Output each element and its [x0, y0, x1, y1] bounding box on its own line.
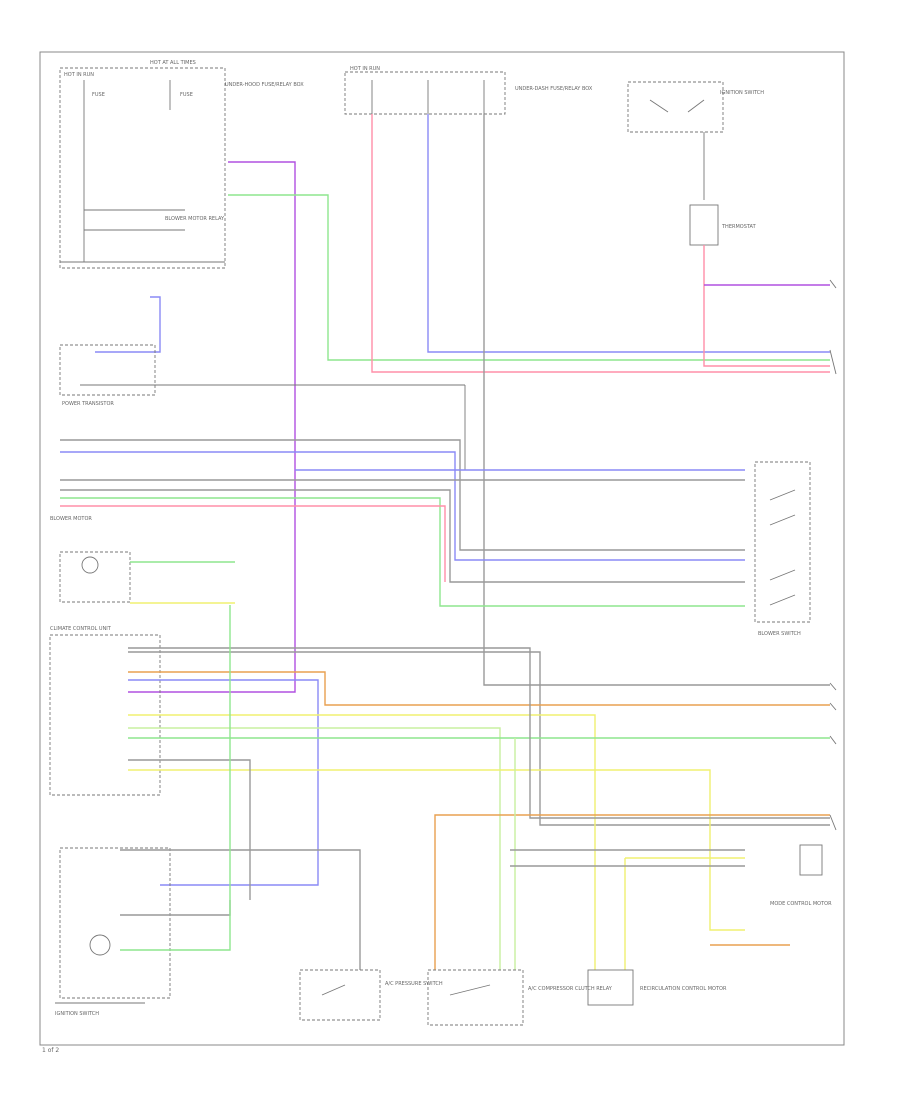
compressor-clutch-relay: A/C COMPRESSOR CLUTCH RELAY	[427, 969, 613, 1026]
mode-control-label: MODE CONTROL MOTOR	[770, 901, 832, 907]
blower-motor: BLOWER MOTOR	[50, 516, 235, 604]
power-transistor-label: POWER TRANSISTOR	[62, 401, 114, 407]
underhood-label: UNDER-HOOD FUSE/RELAY BOX	[225, 82, 304, 88]
wire-red-top	[371, 114, 830, 373]
underdash-fuse-box: HOT IN RUN UNDER-DASH FUSE/RELAY BOX	[344, 66, 593, 115]
wire-purple-main	[128, 161, 296, 693]
blower-switch-label: BLOWER SWITCH	[758, 631, 801, 637]
wire-blue-mid	[60, 451, 745, 561]
wire-gray-ign-2	[120, 900, 231, 916]
diagram-frame	[39, 51, 845, 1046]
ignition-label-top: IGNITION SWITCH	[720, 90, 764, 96]
wire-green-top	[228, 194, 830, 361]
wire-gray-mid-1	[60, 439, 745, 551]
wire-yellow-cc-1	[128, 714, 596, 970]
mode-connector: MODE CONTROL MOTOR	[770, 844, 832, 907]
wire-gray-mid-3	[60, 489, 745, 583]
ac-pressure-switch: A/C PRESSURE SWITCH	[299, 969, 443, 1021]
wire-lightgreen-cc	[128, 727, 501, 970]
blower-motor-label: BLOWER MOTOR	[50, 516, 92, 522]
wire-orange-lower	[434, 814, 830, 970]
wire-red-right	[703, 245, 830, 367]
recirc-label: RECIRCULATION CONTROL MOTOR	[640, 986, 727, 992]
ignition-label-bottom: IGNITION SWITCH	[55, 1011, 99, 1017]
wire-blue-cc	[128, 679, 319, 886]
power-transistor: POWER TRANSISTOR	[59, 344, 466, 470]
page-marker: 1 of 2	[42, 1047, 59, 1054]
wire-gray-top	[483, 114, 830, 686]
hot-label-2: HOT AT ALL TIMES	[150, 60, 196, 66]
fuse-label-1: FUSE	[92, 92, 105, 98]
wire-blue-top	[427, 114, 830, 353]
thermostat-label: THERMOSTAT	[721, 224, 757, 230]
underdash-label: UNDER-DASH FUSE/RELAY BOX	[515, 86, 593, 92]
wire-red-mid	[60, 505, 446, 582]
wire-green-ign	[120, 605, 231, 951]
wire-gray-cc-3	[128, 647, 830, 819]
ignition-switch-top: IGNITION SWITCH THERMOSTAT	[627, 81, 764, 246]
blower-relay-label: BLOWER MOTOR RELAY	[165, 216, 225, 222]
ac-pressure-label: A/C PRESSURE SWITCH	[385, 981, 443, 987]
blower-switch: BLOWER SWITCH	[754, 461, 811, 637]
wire-gray-cc-2	[128, 759, 251, 900]
wire-orange-cc	[128, 671, 830, 706]
hot-label-1: HOT IN RUN	[64, 72, 94, 78]
hot-label-3: HOT IN RUN	[350, 66, 380, 72]
climate-control-label: CLIMATE CONTROL UNIT	[50, 626, 112, 632]
wire-gray-ign	[120, 849, 361, 970]
fuse-label-2: FUSE	[180, 92, 193, 98]
wire-blue-left	[95, 296, 161, 353]
underhood-fuse-box: HOT IN RUN HOT AT ALL TIMES FUSE FUSE UN…	[59, 60, 304, 269]
recirculation-motor: RECIRCULATION CONTROL MOTOR	[587, 969, 727, 1006]
compressor-label: A/C COMPRESSOR CLUTCH RELAY	[528, 986, 613, 992]
ignition-switch-bottom: IGNITION SWITCH	[55, 605, 361, 1017]
wire-green-mid	[60, 497, 745, 607]
right-edge-connectors	[829, 279, 837, 831]
